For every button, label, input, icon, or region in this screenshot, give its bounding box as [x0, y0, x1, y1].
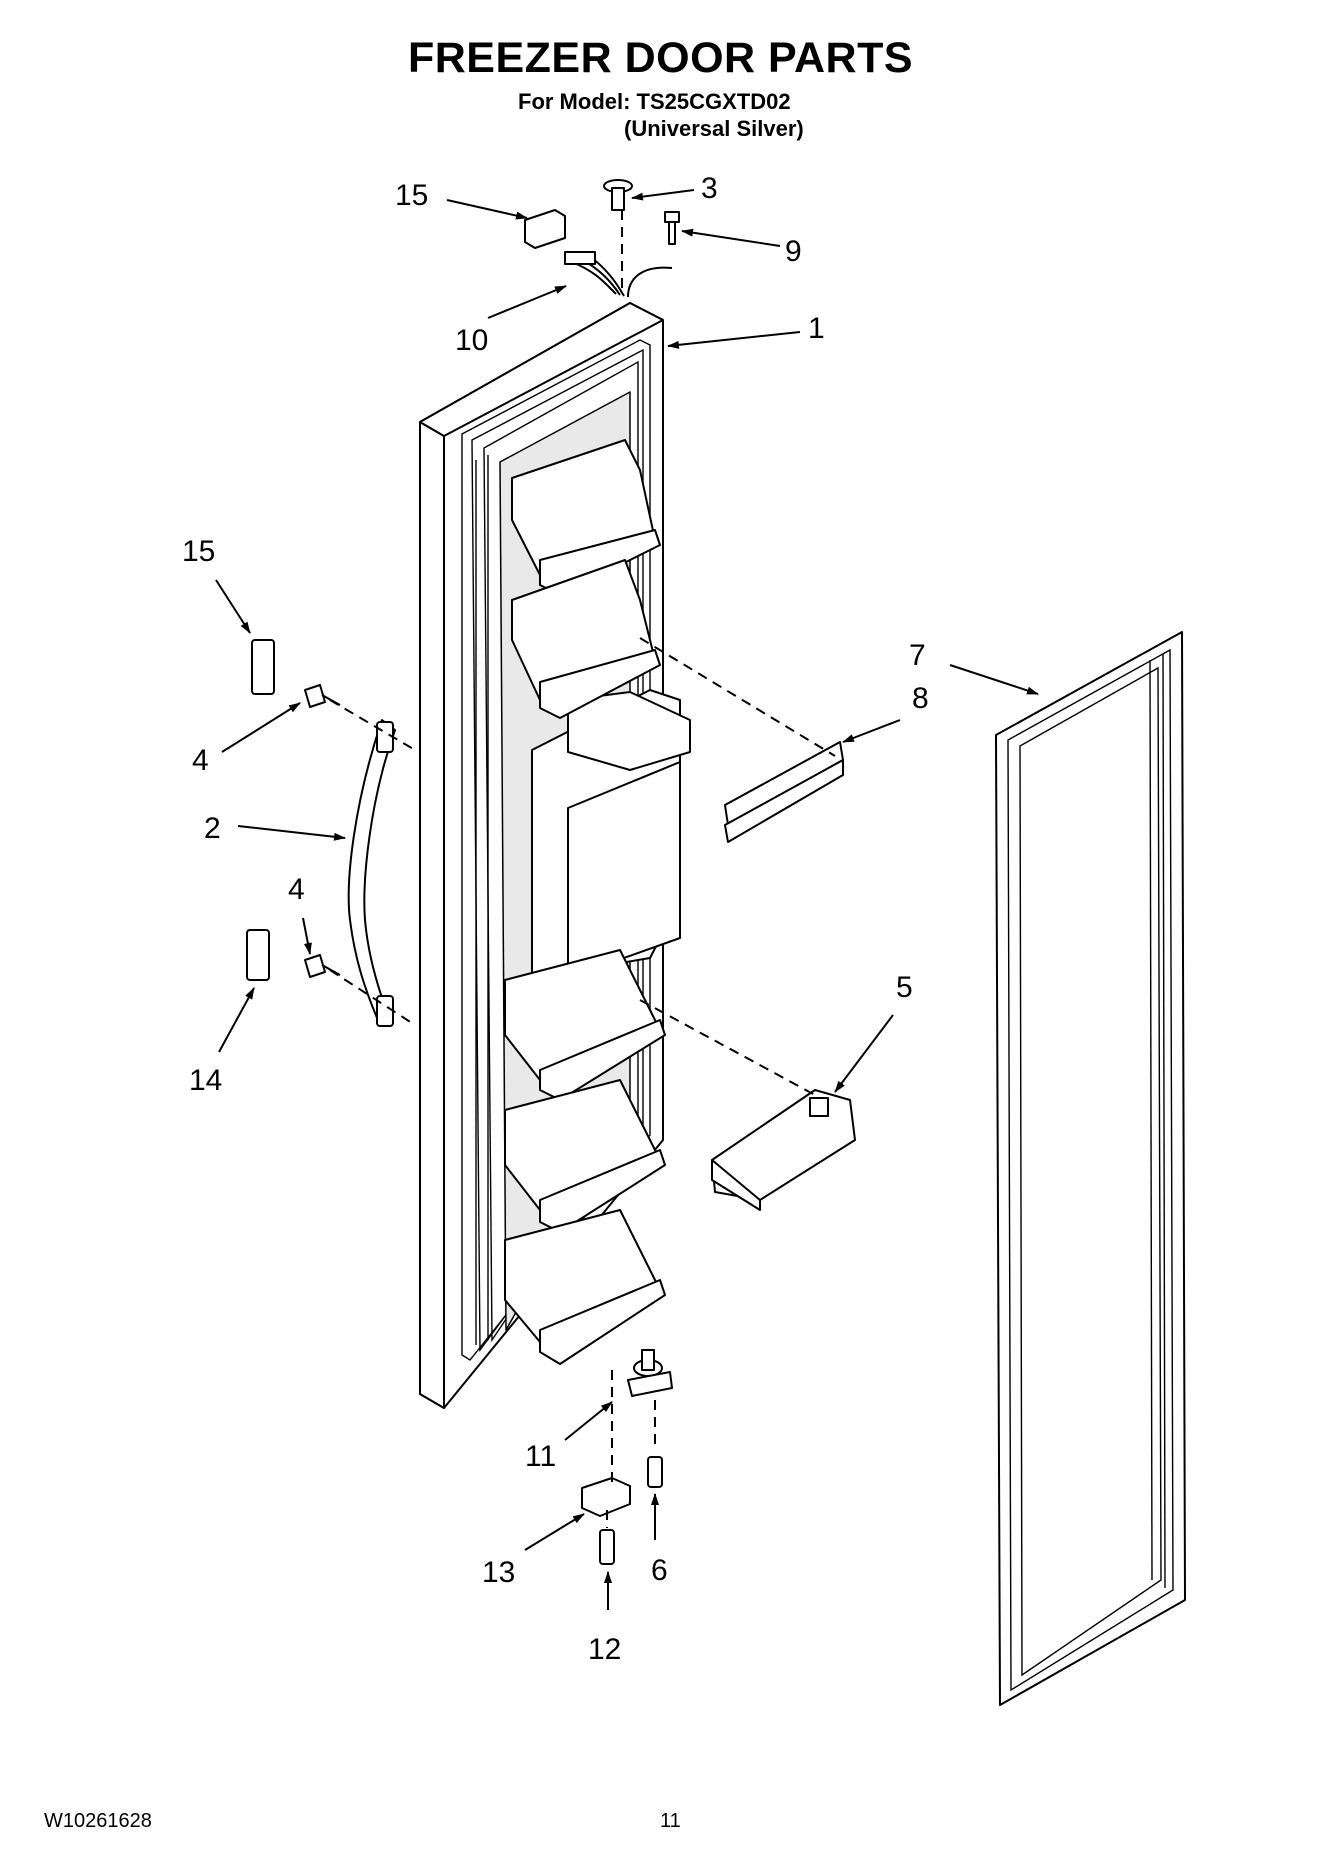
callout-1: 1 — [808, 312, 825, 345]
callout-10: 10 — [455, 324, 488, 357]
screw-part-6 — [647, 1456, 663, 1488]
callout-4-lower: 4 — [288, 873, 305, 906]
callout-12: 12 — [588, 1633, 621, 1666]
callout-7: 7 — [909, 639, 926, 672]
hardware-part-15-top — [524, 209, 566, 249]
hardware-part-3 — [603, 179, 633, 211]
screw-part-12 — [599, 1529, 615, 1565]
document-number: W10261628 — [44, 1810, 152, 1832]
callout-14: 14 — [189, 1064, 222, 1097]
hinge-part-11 — [627, 1349, 673, 1397]
door-shelves-lower — [504, 949, 666, 1365]
handle-trim-part-15-side — [251, 639, 275, 695]
hardware-part-9 — [664, 211, 680, 245]
page-title: FREEZER DOOR PARTS — [407, 34, 914, 82]
callout-8: 8 — [912, 682, 929, 715]
callout-arrows — [215, 189, 1039, 1610]
model-number: For Model: TS25CGXTD02 — [518, 89, 791, 114]
callout-15-side: 15 — [182, 535, 215, 568]
callout-numbers: 15 3 9 10 1 15 4 2 4 14 7 8 5 11 13 6 12 — [182, 172, 929, 1666]
callout-9: 9 — [785, 235, 802, 268]
door-shelves-upper — [511, 439, 661, 719]
model-color: (Universal Silver) — [624, 116, 804, 141]
callout-2: 2 — [204, 812, 221, 845]
callout-3: 3 — [701, 172, 718, 205]
callout-11: 11 — [525, 1440, 556, 1473]
trim-part-8 — [724, 741, 844, 843]
callout-4-upper: 4 — [192, 744, 209, 777]
callout-5: 5 — [896, 971, 913, 1004]
alignment-lines — [329, 210, 836, 1528]
callout-15-top: 15 — [395, 179, 428, 212]
door-gasket-part-7 — [995, 631, 1186, 1706]
door-assembly-part-1 — [419, 302, 691, 1409]
handle-trim-part-14 — [246, 929, 270, 981]
callout-13: 13 — [482, 1556, 515, 1589]
page-number: 11 — [660, 1810, 681, 1832]
wire-harness-part-10 — [564, 251, 673, 298]
callout-6: 6 — [651, 1554, 668, 1587]
screw-part-4-upper — [304, 684, 341, 708]
door-handle-part-2 — [347, 719, 396, 1027]
door-gasket-strip — [475, 455, 489, 1345]
door-bin-part-5 — [711, 1089, 856, 1211]
